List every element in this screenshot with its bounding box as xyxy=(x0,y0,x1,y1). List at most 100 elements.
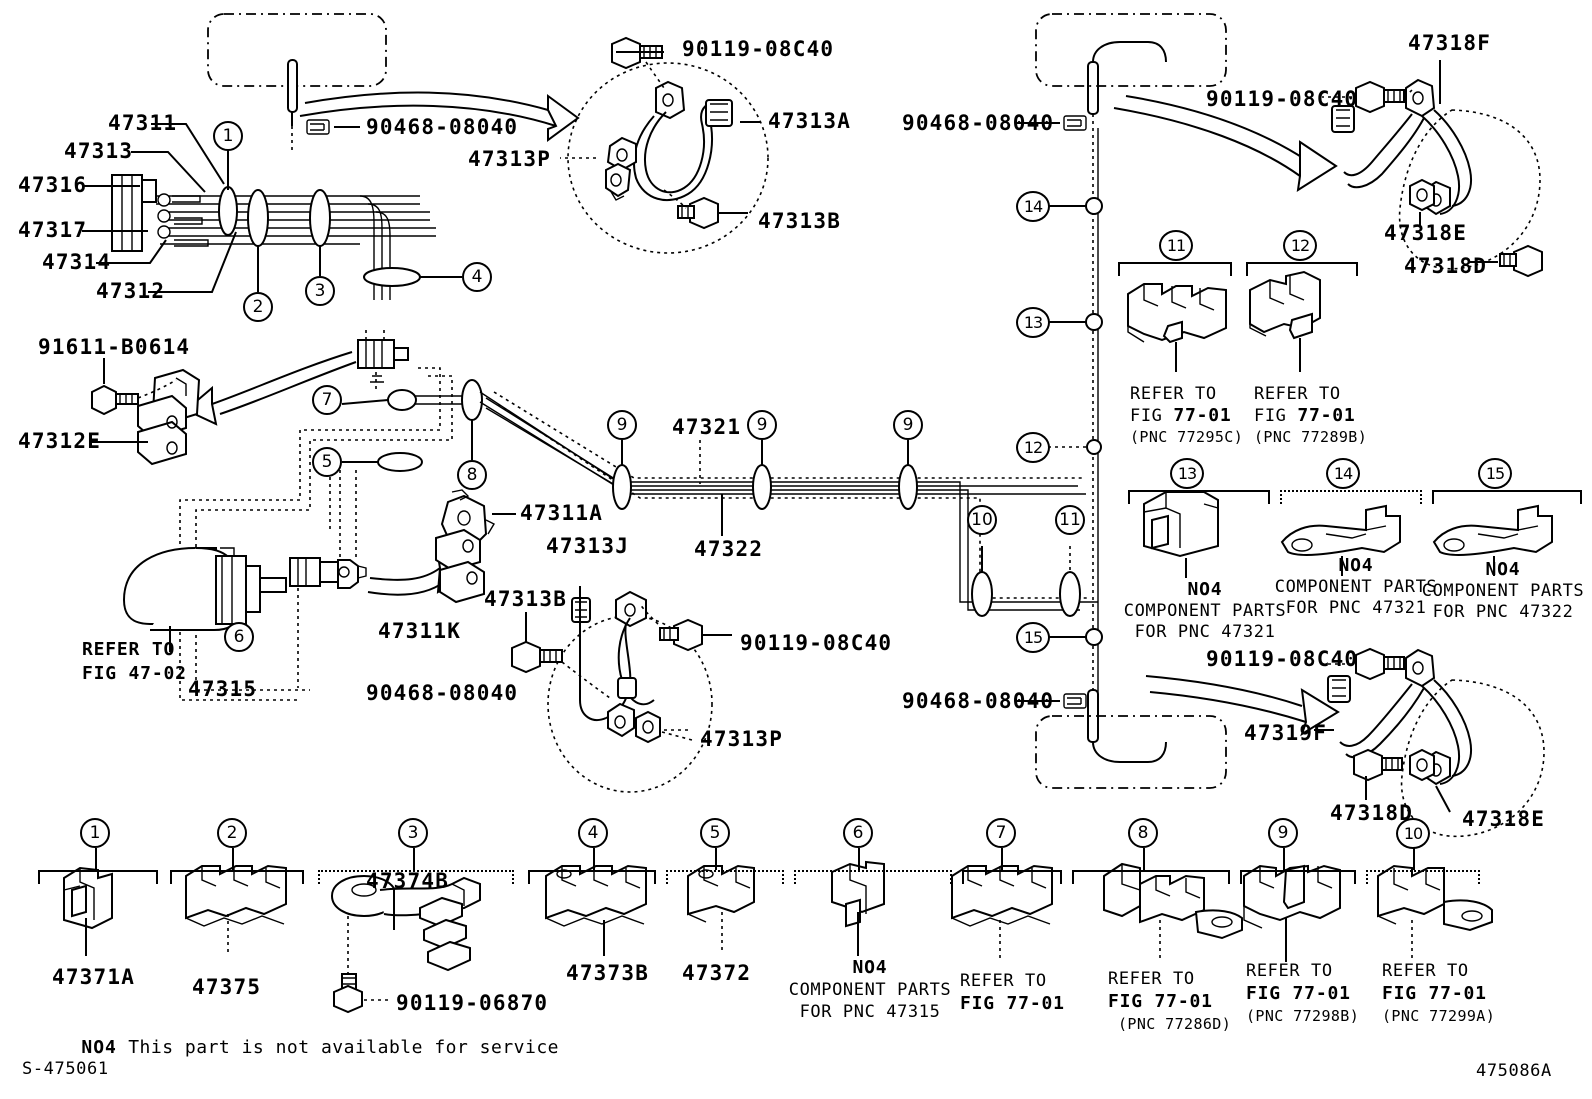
part-label-47313J: 47313J xyxy=(546,534,630,558)
legend-art-1 xyxy=(63,866,113,930)
callout-bracket-12 xyxy=(1246,262,1358,276)
fastener-label-90468-right-top: 90468-08040 xyxy=(902,111,1055,135)
callout-12-line2: FIG xyxy=(1254,406,1298,427)
clip-glyph-right-bottom xyxy=(1063,693,1087,709)
callout-12-fig: 77-01 xyxy=(1297,405,1356,427)
legend-part-2: 47375 xyxy=(192,975,262,999)
fastener-label-90119-a: 90119-08C40 xyxy=(682,37,835,61)
callout-13-code: NO4 xyxy=(1187,579,1223,600)
legend-stem-2 xyxy=(232,848,234,870)
hose-label-47318E-top: 47318E xyxy=(1384,221,1468,245)
legend-bolt-3: 90119-06870 xyxy=(396,991,549,1015)
callout-marker-14: 14 xyxy=(1326,458,1360,489)
callout-bracket-13 xyxy=(1128,490,1270,504)
callout-11-line2: FIG xyxy=(1130,406,1174,427)
union-block-upper xyxy=(357,330,409,392)
legend-marker-6: 6 xyxy=(843,818,873,848)
callout-14-code: NO4 xyxy=(1338,555,1374,576)
hose-47318F xyxy=(1322,60,1543,278)
legend-art-7 xyxy=(951,864,1053,927)
union-block-lower xyxy=(289,557,367,589)
legend-art-3 xyxy=(330,874,481,1014)
fastener-label-90468-top: 90468-08040 xyxy=(366,115,519,139)
legend-part-5: 47372 xyxy=(682,961,752,985)
fastener-label-90119-d: 90119-08C40 xyxy=(1206,647,1359,671)
legend-bracket-2 xyxy=(170,870,304,884)
bracket-47312E xyxy=(137,368,201,466)
legend-marker-2: 2 xyxy=(217,818,247,848)
index-marker-13-spine: 13 xyxy=(1016,307,1050,338)
legend-bracket-5 xyxy=(666,870,784,884)
legend-stem-10 xyxy=(1413,848,1415,870)
legend-art-10 xyxy=(1377,864,1493,932)
callout-text-11: REFER TO FIG 77-01 (PNC 77295C) xyxy=(1130,384,1243,446)
hose-47313J xyxy=(511,586,732,793)
legend-marker-1: 1 xyxy=(80,818,110,848)
callout-11-line1: REFER TO xyxy=(1130,384,1217,404)
clamp-art-12 xyxy=(1249,270,1321,340)
part-label-47312: 47312 xyxy=(96,279,166,303)
clamp-art-15 xyxy=(1432,504,1553,556)
master-cylinder-47-02 xyxy=(122,547,287,632)
master-cylinder-ref-line1: REFER TO xyxy=(82,639,176,660)
legend-10-line3: (PNC 77299A) xyxy=(1382,1007,1496,1026)
legend-art-4 xyxy=(545,864,647,927)
legend-bracket-6 xyxy=(794,870,952,884)
footnote-text: This part is not available for service xyxy=(128,1037,560,1059)
legend-marker-3: 3 xyxy=(398,818,428,848)
part-label-47313: 47313 xyxy=(64,139,134,163)
legend-10-line1: REFER TO xyxy=(1382,961,1469,981)
callout-15-code: NO4 xyxy=(1485,559,1521,580)
tube-label-47321: 47321 xyxy=(672,415,742,439)
legend-bracket-4 xyxy=(528,870,656,884)
legend-7-line1: REFER TO xyxy=(960,971,1047,991)
legend-8-line2: FIG 77-01 xyxy=(1108,991,1213,1013)
callout-marker-13: 13 xyxy=(1170,458,1204,489)
legend-7-line2: FIG 77-01 xyxy=(960,993,1065,1015)
hose-47313A xyxy=(560,36,769,254)
index-marker-3: 3 xyxy=(305,276,335,306)
legend-6-line2: FOR PNC 47315 xyxy=(799,1002,941,1023)
legend-8-line1: REFER TO xyxy=(1108,969,1195,989)
callout-bracket-14 xyxy=(1280,490,1422,504)
clip-glyph-right-top xyxy=(1063,115,1087,131)
footnote: NO4 This part is not available for servi… xyxy=(36,1018,559,1078)
callout-text-13: NO4 COMPONENT PARTS FOR PNC 47321 xyxy=(1110,579,1300,642)
callout-14-line1: COMPONENT PARTS xyxy=(1274,577,1438,598)
legend-stem-3 xyxy=(413,848,415,870)
legend-bracket-9 xyxy=(1240,870,1356,884)
legend-stem-7 xyxy=(1001,848,1003,870)
callout-12-line1: REFER TO xyxy=(1254,384,1341,404)
legend-6-line1: COMPONENT PARTS xyxy=(788,980,952,1001)
index-marker-12-spine: 12 xyxy=(1016,432,1050,463)
legend-text-7: REFER TO FIG 77-01 xyxy=(960,971,1065,1015)
legend-part-1: 47371A xyxy=(52,965,136,989)
legend-9-line3: (PNC 77298B) xyxy=(1246,1007,1360,1026)
legend-stem-9 xyxy=(1283,848,1285,870)
callout-text-12: REFER TO FIG 77-01 (PNC 77289B) xyxy=(1254,384,1367,446)
legend-part-4: 47373B xyxy=(566,961,650,985)
sheet-id-left: S-475061 xyxy=(22,1059,109,1079)
hose-label-47313B-bottom: 47313B xyxy=(484,587,568,611)
index-marker-1: 1 xyxy=(213,121,243,151)
left-tube-bundle xyxy=(111,174,436,252)
part-label-47314: 47314 xyxy=(42,250,112,274)
hose-label-47313B-top: 47313B xyxy=(758,209,842,233)
index-marker-7: 7 xyxy=(312,385,342,415)
hose-label-47318F: 47318F xyxy=(1408,31,1492,55)
clamp-art-13 xyxy=(1143,491,1219,558)
part-label-47312E: 47312E xyxy=(18,429,102,453)
legend-stem-4 xyxy=(593,848,595,870)
hose-label-47319F: 47319F xyxy=(1244,721,1328,745)
legend-part-3: 47374B xyxy=(366,869,450,893)
part-label-47311A: 47311A xyxy=(520,501,604,525)
index-marker-9c: 9 xyxy=(893,410,923,440)
legend-9-line1: REFER TO xyxy=(1246,961,1333,981)
master-cylinder-ref-line2: FIG 47-02 xyxy=(82,663,187,684)
clamp-art-11 xyxy=(1127,283,1227,344)
bolt-91611 xyxy=(91,384,139,416)
part-label-91611: 91611-B0614 xyxy=(38,335,191,359)
clamp-art-14 xyxy=(1280,504,1401,556)
clip-glyph-top xyxy=(306,119,330,135)
index-marker-10: 10 xyxy=(967,505,997,535)
